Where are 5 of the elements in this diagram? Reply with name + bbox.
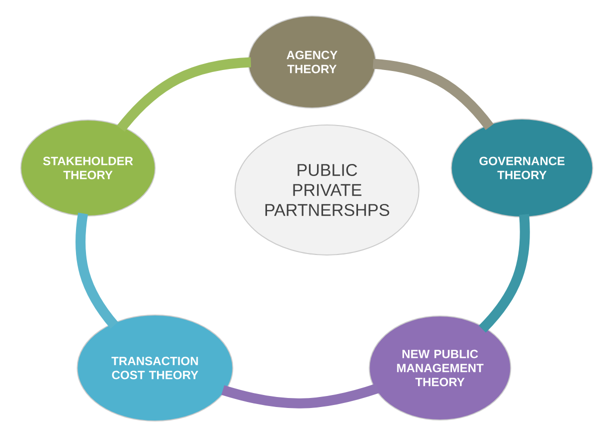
ring-segment [478,214,530,333]
ring-segment [221,383,380,408]
ring-segment [372,58,494,130]
ring-segment [116,57,252,132]
ring-segment [75,212,118,329]
